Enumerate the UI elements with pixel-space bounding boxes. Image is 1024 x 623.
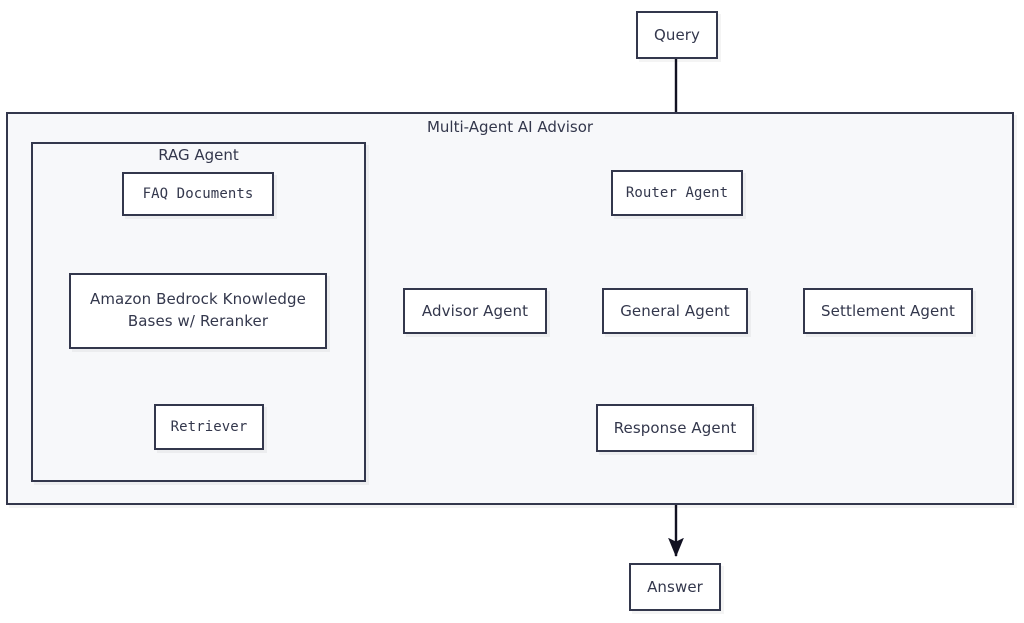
node-response-agent-label: Response Agent bbox=[613, 418, 737, 437]
node-faq-documents[interactable]: FAQ Documents bbox=[122, 172, 274, 216]
cluster-label-rag-agent: RAG Agent bbox=[158, 146, 239, 164]
node-response-agent[interactable]: Response Agent bbox=[596, 404, 754, 452]
node-query[interactable]: Query bbox=[636, 11, 718, 59]
node-bedrock-knowledge-bases[interactable]: Amazon Bedrock Knowledge Bases w/ Rerank… bbox=[69, 273, 327, 349]
node-bedrock-knowledge-bases-label-line2: Bases w/ Reranker bbox=[127, 312, 269, 330]
node-faq-documents-label: FAQ Documents bbox=[142, 185, 254, 202]
node-query-label: Query bbox=[653, 25, 701, 44]
node-router-agent-label: Router Agent bbox=[625, 184, 729, 201]
node-answer[interactable]: Answer bbox=[629, 563, 721, 611]
node-bedrock-knowledge-bases-label-line1: Amazon Bedrock Knowledge bbox=[89, 290, 306, 309]
node-answer-label: Answer bbox=[647, 577, 703, 596]
node-general-agent[interactable]: General Agent bbox=[602, 288, 748, 334]
node-advisor-agent-label: Advisor Agent bbox=[421, 301, 529, 320]
node-retriever[interactable]: Retriever bbox=[154, 404, 264, 450]
node-settlement-agent-label: Settlement Agent bbox=[821, 301, 955, 320]
node-settlement-agent[interactable]: Settlement Agent bbox=[803, 288, 973, 334]
node-retriever-label: Retriever bbox=[170, 418, 248, 435]
node-router-agent[interactable]: Router Agent bbox=[611, 170, 743, 216]
node-advisor-agent[interactable]: Advisor Agent bbox=[403, 288, 547, 334]
node-general-agent-label: General Agent bbox=[620, 301, 730, 320]
cluster-label-multi-agent-ai-advisor: Multi-Agent AI Advisor bbox=[426, 118, 594, 136]
